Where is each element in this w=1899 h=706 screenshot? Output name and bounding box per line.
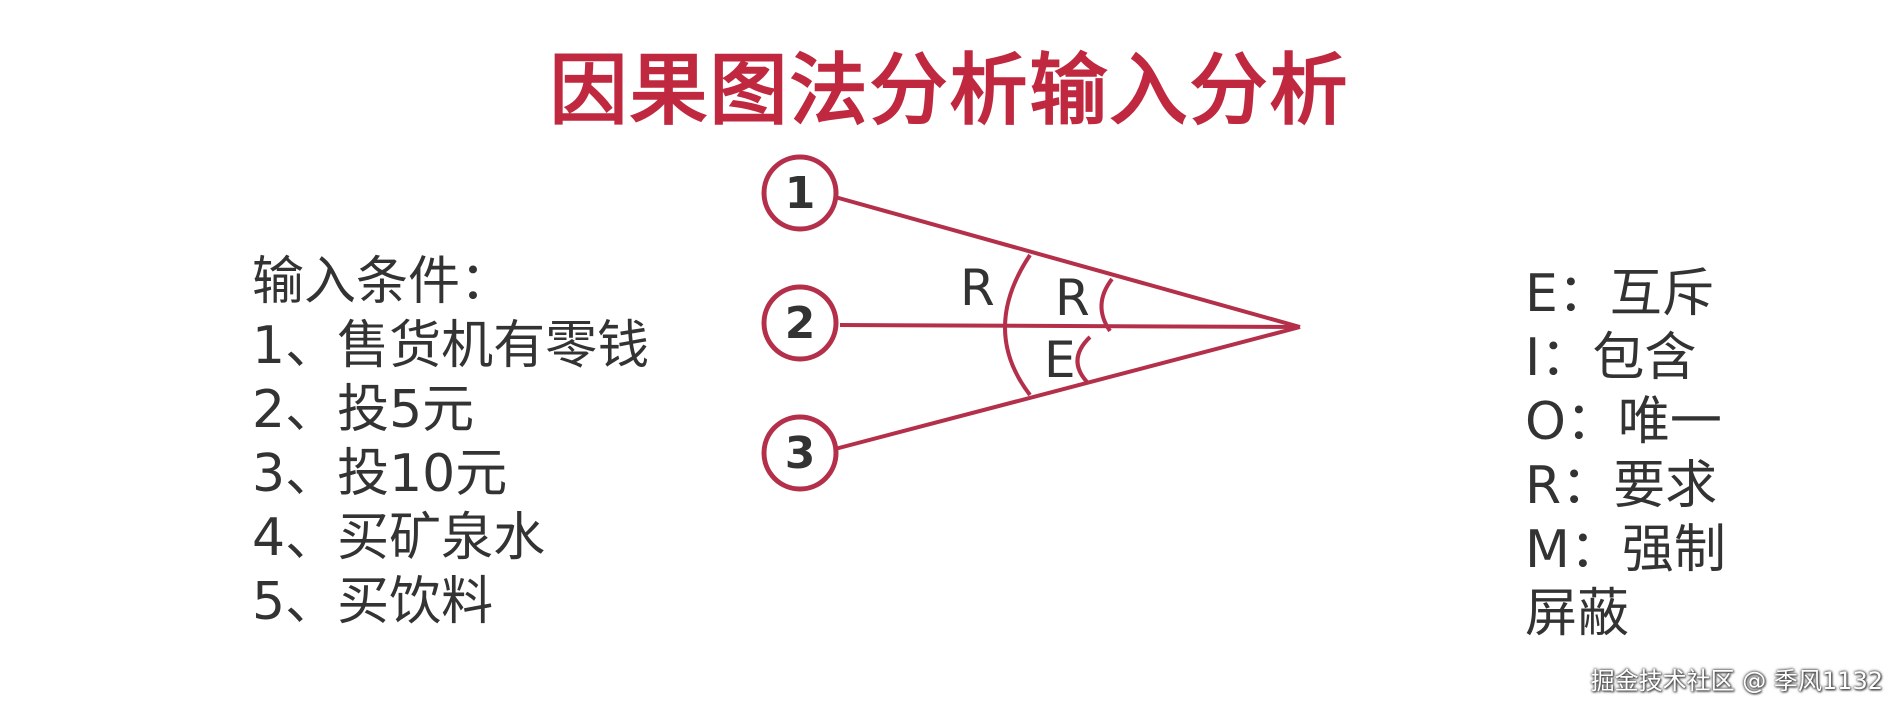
node-2: 2 [761, 284, 839, 362]
relation-label-r-inner: R [1055, 269, 1090, 327]
relation-label-e: E [1044, 331, 1076, 389]
edge-node-3 [834, 325, 1301, 451]
node-3-label: 3 [785, 428, 816, 479]
arc-e [1075, 335, 1092, 385]
list-item: 4、买矿泉水 [252, 508, 546, 568]
input-conditions-heading: 输入条件： [252, 252, 513, 312]
list-item: 5、买饮料 [252, 572, 494, 632]
node-1: 1 [761, 154, 839, 232]
edge-node-2 [839, 323, 1301, 329]
node-2-label: 2 [785, 298, 816, 349]
node-3: 3 [761, 414, 839, 492]
watermark: 掘金技术社区 @ 季风1132 [1590, 667, 1883, 695]
relation-label-r-outer: R [960, 259, 995, 317]
legend-item: O：唯一 [1525, 392, 1722, 452]
input-conditions-list: 输入条件： 1、售货机有零钱 2、投5元 3、投10元 4、买矿泉水 5、买饮料 [252, 250, 649, 634]
page-title: 因果图法分析输入分析 [549, 46, 1350, 136]
list-item: 2、投5元 [252, 380, 475, 440]
list-item: 3、投10元 [252, 444, 508, 504]
legend-item: I：包含 [1525, 328, 1697, 388]
cause-effect-diagram: R R E 1 2 3 [761, 154, 1301, 492]
edge-node-1 [834, 195, 1301, 329]
arc-r-outer [1003, 253, 1032, 397]
legend-item: E：互斥 [1525, 264, 1714, 324]
list-item: 1、售货机有零钱 [252, 316, 650, 376]
node-1-label: 1 [785, 168, 816, 219]
arc-r-inner [1099, 277, 1114, 333]
legend-item: M：强制 [1525, 520, 1726, 580]
legend-item: 屏蔽 [1525, 584, 1630, 644]
legend-item: R：要求 [1525, 456, 1718, 516]
relation-legend: E：互斥 I：包含 O：唯一 R：要求 M：强制 屏蔽 [1525, 262, 1726, 646]
